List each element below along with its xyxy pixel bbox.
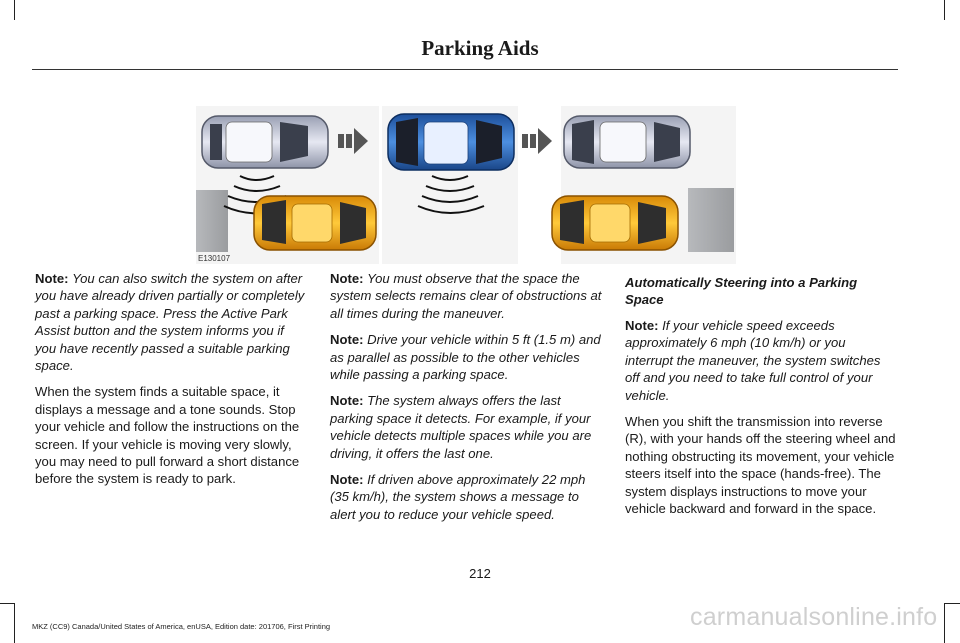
page-title: Parking Aids <box>421 36 539 60</box>
note-label: Note: <box>330 393 364 409</box>
silver-car-1 <box>201 115 329 169</box>
note-label: Note: <box>330 332 364 348</box>
note-label: Note: <box>35 271 69 286</box>
parking-diagram-svg <box>196 106 736 264</box>
note-text: You can also switch the system on after … <box>35 271 305 374</box>
crop-mark-bottom-left <box>14 603 15 643</box>
note-text: If your vehicle speed exceeds approximat… <box>625 318 881 403</box>
note-text: You must observe that the space the syst… <box>330 271 602 321</box>
footer-edition: MKZ (CC9) Canada/United States of Americ… <box>32 622 331 631</box>
header-rule <box>32 69 898 70</box>
note-1: Note: You can also switch the system on … <box>35 270 307 374</box>
parked-obstacle-right <box>688 188 734 252</box>
note-text: The system always offers the last parkin… <box>330 393 592 461</box>
note-label: Note: <box>330 472 364 488</box>
note-5: Note: If driven above approximately 22 m… <box>330 471 602 523</box>
crop-mark-bottom-right <box>944 603 945 643</box>
column-2: Note: You must observe that the space th… <box>330 270 602 532</box>
sensor-waves-2 <box>417 175 485 214</box>
column-1: Note: You can also switch the system on … <box>35 270 307 497</box>
crop-mark-bottom-left-h <box>0 603 14 604</box>
orange-car-1 <box>253 195 377 251</box>
note-4: Note: The system always offers the last … <box>330 392 602 462</box>
crop-mark-top-right <box>944 0 945 20</box>
note-2: Note: You must observe that the space th… <box>330 270 602 322</box>
arrow-right-icon <box>338 128 368 154</box>
blue-car <box>387 113 515 171</box>
figure-id: E130107 <box>198 254 231 263</box>
note-3: Note: Drive your vehicle within 5 ft (1.… <box>330 331 602 383</box>
silver-car-2 <box>563 115 691 169</box>
note-label: Note: <box>625 318 659 333</box>
section-heading: Automatically Steering into a Parking Sp… <box>625 275 858 307</box>
crop-mark-bottom-right-h <box>944 603 960 604</box>
crop-mark-top-left <box>14 0 15 20</box>
watermark: carmanualsonline.info <box>690 603 938 631</box>
arrow-right-icon <box>522 128 552 154</box>
note-text: Drive your vehicle within 5 ft (1.5 m) a… <box>330 332 601 383</box>
page-number: 212 <box>469 566 491 581</box>
paragraph-reverse: When you shift the transmission into rev… <box>625 414 896 517</box>
note-6: Note: If your vehicle speed exceeds appr… <box>625 317 897 404</box>
paragraph-suitable-space: When the system finds a suitable space, … <box>35 384 300 487</box>
parking-illustration: E130107 <box>196 104 736 266</box>
orange-car-2 <box>551 195 679 251</box>
column-3: Automatically Steering into a Parking Sp… <box>625 270 897 526</box>
note-label: Note: <box>330 271 364 286</box>
parked-obstacle-left <box>196 190 228 252</box>
note-text: If driven above approximately 22 mph (35… <box>330 472 586 522</box>
